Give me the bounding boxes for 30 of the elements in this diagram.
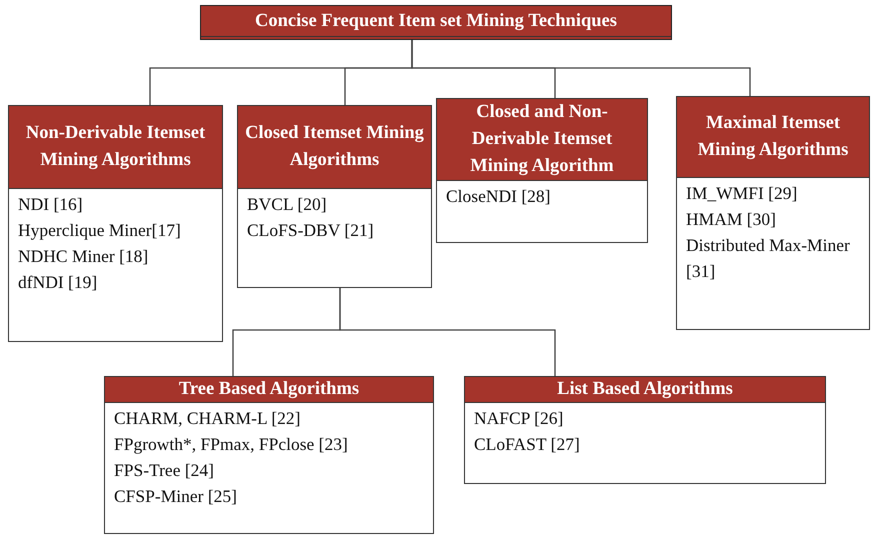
list-item: HMAM [30] [686,208,777,231]
connector-line [339,288,556,376]
category-box [464,376,826,484]
category-heading: Tree Based Algorithms [105,377,433,403]
category-heading: Maximal Itemset Mining Algorithms [677,97,869,178]
category-box [237,105,432,288]
list-item: CFSP-Miner [25] [114,485,238,508]
category-heading: Closed Itemset Mining Algorithms [238,106,431,189]
list-item: CLoFAST [27] [474,433,581,456]
connector-line [411,40,751,96]
list-item: Distributed Max-Miner [31] [686,234,851,283]
list-item: BVCL [20] [247,193,328,216]
list-item: CHARM, CHARM-L [22] [114,407,302,430]
category-box [436,98,648,243]
category-box [104,376,434,534]
category-heading: Closed and Non-Derivable Itemset Mining Algorithm [437,99,647,181]
category-heading: List Based Algorithms [465,377,825,403]
list-item: FPgrowth*, FPmax, FPclose [23] [114,433,349,456]
list-item: dfNDI [19] [18,271,98,294]
category-box [676,96,870,330]
list-item: NDI [16] [18,193,84,216]
category-box [8,105,223,342]
list-item: CloseNDI [28] [446,185,552,208]
list-item: Hyperclique Miner[17] [18,219,182,242]
list-item: FPS-Tree [24] [114,459,215,482]
category-heading: Non-Derivable Itemset Mining Algorithms [9,106,222,189]
list-item: IM_WMFI [29] [686,182,798,205]
list-item: NDHC Miner [18] [18,245,150,268]
list-item: CLoFS-DBV [21] [247,219,375,242]
list-item: NAFCP [26] [474,407,564,430]
